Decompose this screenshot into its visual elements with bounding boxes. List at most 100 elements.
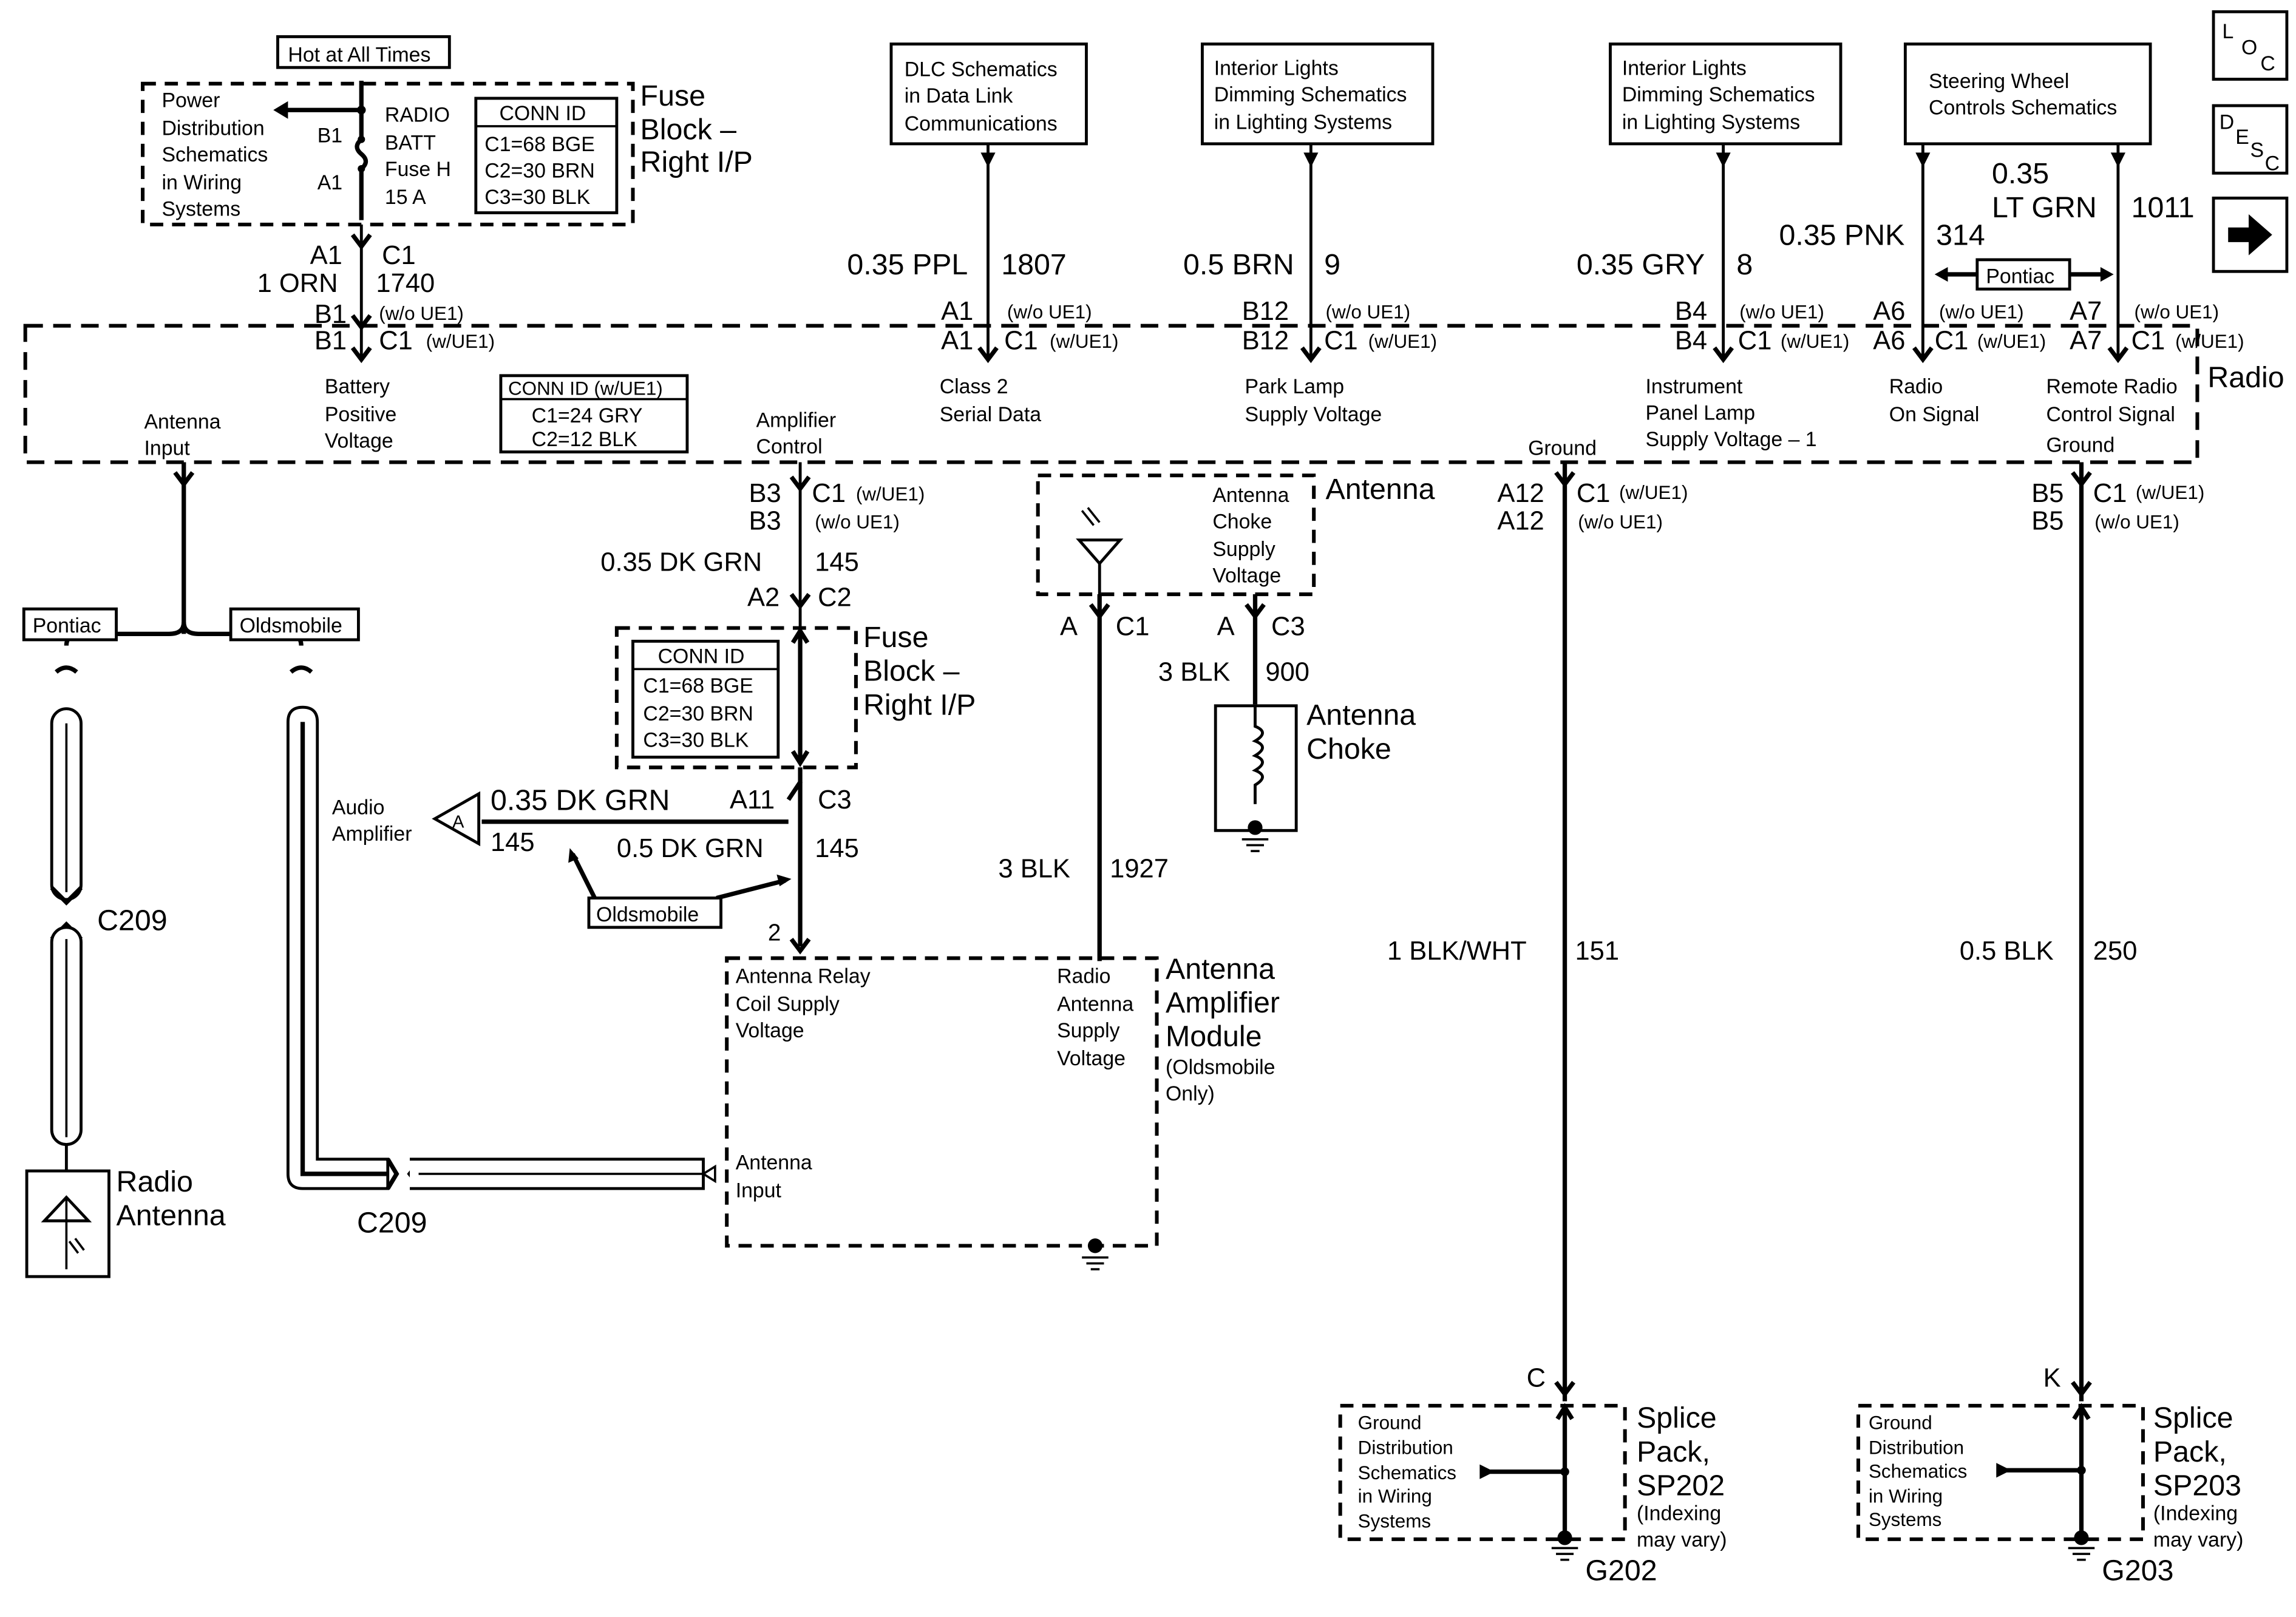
amp-module-title-3: Module	[1166, 1020, 1262, 1053]
arrow-down-icon	[980, 152, 996, 168]
note-c1-b: (w/UE1)	[426, 331, 495, 352]
radio-module-outline	[23, 324, 2199, 464]
svg-text:Oldsmobile: Oldsmobile	[596, 903, 699, 926]
fuse-label-line2: BATT	[385, 132, 436, 155]
gry-pin-1: B4	[1675, 297, 1707, 326]
dlc-schematics-reference[interactable]: DLC Schematics in Data Link Communicatio…	[889, 42, 1088, 146]
sp203-title-2: Pack,	[2153, 1436, 2227, 1468]
connector-mark	[789, 475, 811, 493]
fuse-2-conn-c3: C3	[818, 785, 852, 815]
interior-lights-reference-1[interactable]: Interior Lights Dimming Schematics in Li…	[1201, 42, 1435, 146]
radio-conn-id-box: CONN ID (w/UE1) C1=24 GRY C2=12 BLK	[499, 374, 689, 453]
loc-button[interactable]: L O C	[2212, 10, 2289, 81]
ground-distribution-reference-a[interactable]: Ground Distribution Schematics in Wiring…	[1358, 1412, 1456, 1532]
gry-conn: C1	[1738, 326, 1772, 355]
connector-mark	[1245, 603, 1266, 620]
connector-mark	[1912, 346, 1934, 364]
wire-1011-gauge-1: 0.35	[1992, 157, 2049, 190]
wire-145-circuit: 145	[815, 547, 859, 577]
g2-pin-b5-a: B5	[2031, 479, 2063, 508]
choke-conn-c3: C3	[1271, 612, 1305, 642]
svg-text:Ground: Ground	[1358, 1412, 1422, 1434]
audio-amp-gauge: 0.35 DK GRN	[491, 784, 670, 816]
arrow-right-icon	[776, 874, 792, 887]
splice-dot	[357, 106, 366, 115]
radio-antenna-input-2: Input	[144, 436, 190, 459]
svg-text:Schematics: Schematics	[1869, 1460, 1967, 1482]
antenna-choke-coil-icon	[1214, 704, 1298, 852]
radio-battery-2: Positive	[325, 403, 396, 426]
amp-note-1: (w/UE1)	[856, 483, 925, 504]
pnk-pin-1: A6	[1873, 297, 1905, 326]
fuse-block-2-title-1: Fuse	[863, 621, 928, 654]
fuse-label-line4: 15 A	[385, 186, 426, 209]
splice-pack-sp202-outline	[1338, 1403, 1627, 1541]
sp202-note-1: (Indexing	[1637, 1502, 1721, 1525]
fuse-block-2-title-3: Right I/P	[863, 688, 976, 721]
ltgrn-pin-1: A7	[2070, 297, 2102, 326]
radio-amp-control-2: Control	[756, 435, 823, 458]
wire-314-circuit: 314	[1936, 219, 1985, 252]
arrow-up-icon	[2072, 1403, 2091, 1420]
svg-text:Systems: Systems	[161, 197, 240, 220]
arrow-left-icon	[1934, 266, 1948, 282]
arrow-right-icon	[1479, 1464, 1495, 1479]
ground-g203-label: G203	[2102, 1554, 2173, 1587]
choke-pin-a-c3: A	[1217, 612, 1235, 642]
antenna-amplifier-module-outline	[725, 956, 1159, 1248]
fuse-icon	[355, 137, 369, 171]
connector-mark	[977, 346, 999, 364]
svg-text:Schematics: Schematics	[161, 143, 268, 166]
radio-antenna-icon	[25, 1169, 110, 1278]
conn-c1-b: C1	[379, 326, 413, 355]
svg-text:C3=30 BLK: C3=30 BLK	[643, 728, 749, 751]
choke-conn-c1: C1	[1116, 612, 1150, 642]
antenna-choke-title-1: Antenna	[1306, 699, 1416, 731]
radio-ground-1: Ground	[1528, 436, 1597, 459]
steering-wheel-reference[interactable]: Steering Wheel Controls Schematics	[1903, 42, 2152, 146]
ppl-conn: C1	[1004, 326, 1038, 355]
relay-coil-label-1: Antenna Relay	[736, 965, 871, 988]
power-distribution-reference[interactable]: Power Distribution Schematics in Wiring …	[161, 89, 268, 220]
svg-text:Steering Wheel: Steering Wheel	[1929, 70, 2069, 93]
ground-distribution-reference-b[interactable]: Ground Distribution Schematics in Wiring…	[1869, 1412, 1967, 1531]
svg-text:C1=68 BGE: C1=68 BGE	[484, 133, 594, 156]
brn-conn: C1	[1324, 326, 1358, 355]
conn-id-box-fuse-2: CONN ID C1=68 BGE C2=30 BRN C3=30 BLK	[631, 639, 780, 759]
svg-text:Systems: Systems	[1358, 1511, 1431, 1532]
oldsmobile-option-label-left: Oldsmobile	[229, 607, 360, 642]
wire-1927-circuit: 1927	[1110, 855, 1169, 884]
wire-1807-circuit: 1807	[1001, 248, 1067, 281]
desc-button[interactable]: D E S C	[2212, 104, 2289, 175]
ground-icon	[2068, 1530, 2095, 1561]
antenna-title: Antenna	[1326, 473, 1435, 506]
ltgrn-note-1: (w/o UE1)	[2135, 302, 2220, 323]
g1-note-2: (w/o UE1)	[1578, 511, 1663, 532]
pnk-pin-2: A6	[1873, 326, 1905, 355]
arrow-down-icon	[2110, 152, 2126, 168]
connector-mark	[1300, 346, 1322, 364]
ground-icon	[1551, 1530, 1578, 1561]
oldsmobile-option-label-mid: Oldsmobile	[587, 897, 722, 929]
svg-text:C1=68 BGE: C1=68 BGE	[643, 674, 753, 697]
radio-battery-1: Battery	[325, 375, 390, 398]
note-b1-a: (w/o UE1)	[379, 303, 464, 324]
pnk-note-2: (w/UE1)	[1977, 331, 2046, 352]
svg-text:Ground: Ground	[1869, 1412, 1932, 1434]
g2-note-2: (w/o UE1)	[2094, 511, 2179, 532]
splice-pin-k: K	[2043, 1363, 2061, 1392]
pnk-conn: C1	[1935, 326, 1969, 355]
svg-text:in Wiring: in Wiring	[1358, 1485, 1432, 1507]
oldsmobile-pointer-left	[571, 853, 597, 900]
connector-mark	[1554, 1381, 1575, 1398]
wire-145-gauge: 0.35 DK GRN	[600, 547, 762, 577]
fuse-block-outline	[141, 81, 635, 226]
svg-text:C2=30 BRN: C2=30 BRN	[643, 702, 753, 725]
next-button[interactable]	[2212, 196, 2289, 273]
wire-1011-gauge-2: LT GRN	[1992, 191, 2097, 224]
brn-pin-2: B12	[1242, 326, 1289, 355]
arrow-right-icon	[2228, 214, 2272, 256]
arrow-down-icon	[790, 750, 810, 767]
interior-lights-reference-2[interactable]: Interior Lights Dimming Schematics in Li…	[1609, 42, 1843, 146]
relay-coil-label-3: Voltage	[736, 1019, 804, 1042]
